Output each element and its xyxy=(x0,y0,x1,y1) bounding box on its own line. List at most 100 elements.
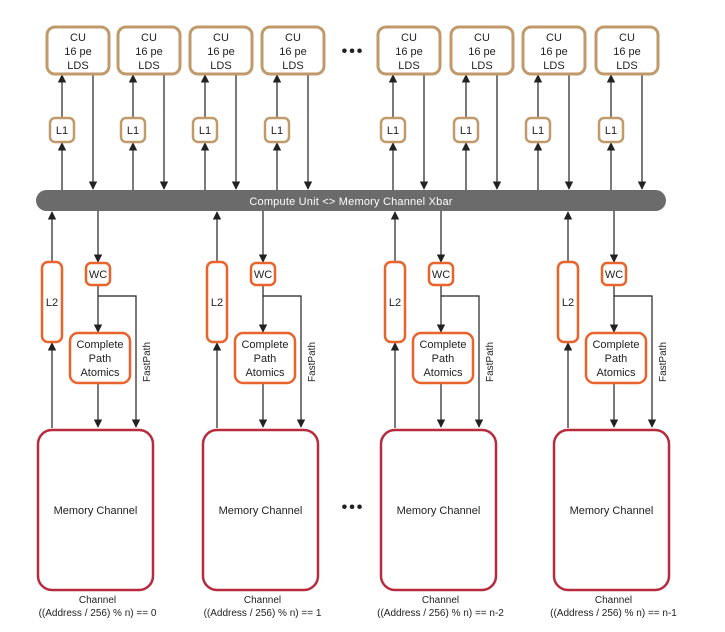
atomics-box xyxy=(584,331,648,385)
wc-label: WC xyxy=(432,269,450,281)
cu-label-lds: LDS xyxy=(210,60,231,72)
l1-label: L1 xyxy=(199,125,211,137)
cu-label-lds: LDS xyxy=(67,60,88,72)
atomics-label-atomics: Atomics xyxy=(245,367,285,379)
fastpath-label: FastPath xyxy=(485,342,496,382)
cu-label-lds: LDS xyxy=(543,60,564,72)
l1-label: L1 xyxy=(387,125,399,137)
channel-title: Channel xyxy=(595,595,632,606)
fastpath-arrow xyxy=(441,295,484,428)
memory-channel-label: Memory Channel xyxy=(54,505,138,517)
atomics-box xyxy=(233,331,297,385)
cu-label-pe: 16 pe xyxy=(468,46,496,58)
fastpath-label: FastPath xyxy=(658,342,669,382)
l2-cache-box xyxy=(205,260,229,344)
atomics-label-path: Path xyxy=(254,353,277,365)
xbar-bus xyxy=(36,190,666,211)
l2-cache-box xyxy=(556,260,580,344)
cu-label-cu: CU xyxy=(546,32,562,44)
atomics-label-complete: Complete xyxy=(76,339,123,351)
channel-formula: ((Address / 256) % n) == 0 xyxy=(39,608,157,619)
l1-cache-box xyxy=(191,116,219,144)
l1-cache-box xyxy=(452,116,480,144)
atomics-label-path: Path xyxy=(432,353,455,365)
channel-formula: ((Address / 256) % n) == n-2 xyxy=(377,608,504,619)
cu-label-cu: CU xyxy=(474,32,490,44)
l2-label: L2 xyxy=(562,297,574,309)
compute-unit-box xyxy=(521,25,587,76)
wc-label: WC xyxy=(254,269,272,281)
channel-formula: ((Address / 256) % n) == 1 xyxy=(204,608,322,619)
cu-label-cu: CU xyxy=(141,32,157,44)
cu-label-pe: 16 pe xyxy=(540,46,568,58)
l2-cache-box xyxy=(383,260,407,344)
memory-channel-box xyxy=(36,428,155,592)
l1-label: L1 xyxy=(460,125,472,137)
l2-label: L2 xyxy=(389,297,401,309)
cu-label-cu: CU xyxy=(619,32,635,44)
l1-label: L1 xyxy=(605,125,617,137)
atomics-label-atomics: Atomics xyxy=(80,367,120,379)
write-combine-box xyxy=(427,261,455,287)
cu-label-cu: CU xyxy=(401,32,417,44)
write-combine-box xyxy=(600,261,628,287)
memory-channel-box xyxy=(379,428,498,592)
l1-cache-box xyxy=(263,116,291,144)
wc-label: WC xyxy=(605,269,623,281)
l1-cache-box xyxy=(379,116,407,144)
l1-label: L1 xyxy=(127,125,139,137)
atomics-label-complete: Complete xyxy=(592,339,639,351)
cu-label-lds: LDS xyxy=(471,60,492,72)
atomics-box xyxy=(411,331,475,385)
atomics-label-path: Path xyxy=(605,353,628,365)
compute-unit-box xyxy=(376,25,442,76)
cu-label-lds: LDS xyxy=(282,60,303,72)
channel-title: Channel xyxy=(244,595,281,606)
l1-cache-box xyxy=(48,116,76,144)
channel-title: Channel xyxy=(422,595,459,606)
memory-channel-box xyxy=(201,428,320,592)
channel-title: Channel xyxy=(79,595,116,606)
channel-formula: ((Address / 256) % n) == n-1 xyxy=(550,608,677,619)
cu-label-pe: 16 pe xyxy=(135,46,163,58)
l1-label: L1 xyxy=(56,125,68,137)
write-combine-box xyxy=(84,261,112,287)
cu-label-cu: CU xyxy=(213,32,229,44)
atomics-label-path: Path xyxy=(89,353,112,365)
cu-label-pe: 16 pe xyxy=(64,46,92,58)
l1-cache-box xyxy=(597,116,625,144)
atomics-label-complete: Complete xyxy=(241,339,288,351)
atomics-label-complete: Complete xyxy=(419,339,466,351)
compute-unit-box xyxy=(449,25,515,76)
cu-label-cu: CU xyxy=(285,32,301,44)
cu-label-pe: 16 pe xyxy=(613,46,641,58)
cu-label-cu: CU xyxy=(70,32,86,44)
compute-unit-box xyxy=(260,25,326,76)
l2-cache-box xyxy=(40,260,64,344)
fastpath-arrow xyxy=(98,295,141,428)
l1-cache-box xyxy=(119,116,147,144)
cu-label-lds: LDS xyxy=(616,60,637,72)
fastpath-label: FastPath xyxy=(307,342,318,382)
wc-label: WC xyxy=(89,269,107,281)
cu-label-pe: 16 pe xyxy=(207,46,235,58)
compute-unit-box xyxy=(188,25,254,76)
cu-label-lds: LDS xyxy=(398,60,419,72)
memory-channel-label: Memory Channel xyxy=(570,505,654,517)
compute-unit-box xyxy=(116,25,182,76)
compute-unit-box xyxy=(594,25,660,76)
top-ellipsis: ••• xyxy=(342,43,365,60)
memory-channel-box xyxy=(552,428,671,592)
l2-label: L2 xyxy=(211,297,223,309)
l2-label: L2 xyxy=(46,297,58,309)
write-combine-box xyxy=(249,261,277,287)
l1-label: L1 xyxy=(532,125,544,137)
bottom-ellipsis: ••• xyxy=(342,499,365,516)
l1-label: L1 xyxy=(271,125,283,137)
memory-channel-label: Memory Channel xyxy=(397,505,481,517)
atomics-label-atomics: Atomics xyxy=(423,367,463,379)
cu-label-pe: 16 pe xyxy=(279,46,307,58)
cu-label-pe: 16 pe xyxy=(395,46,423,58)
